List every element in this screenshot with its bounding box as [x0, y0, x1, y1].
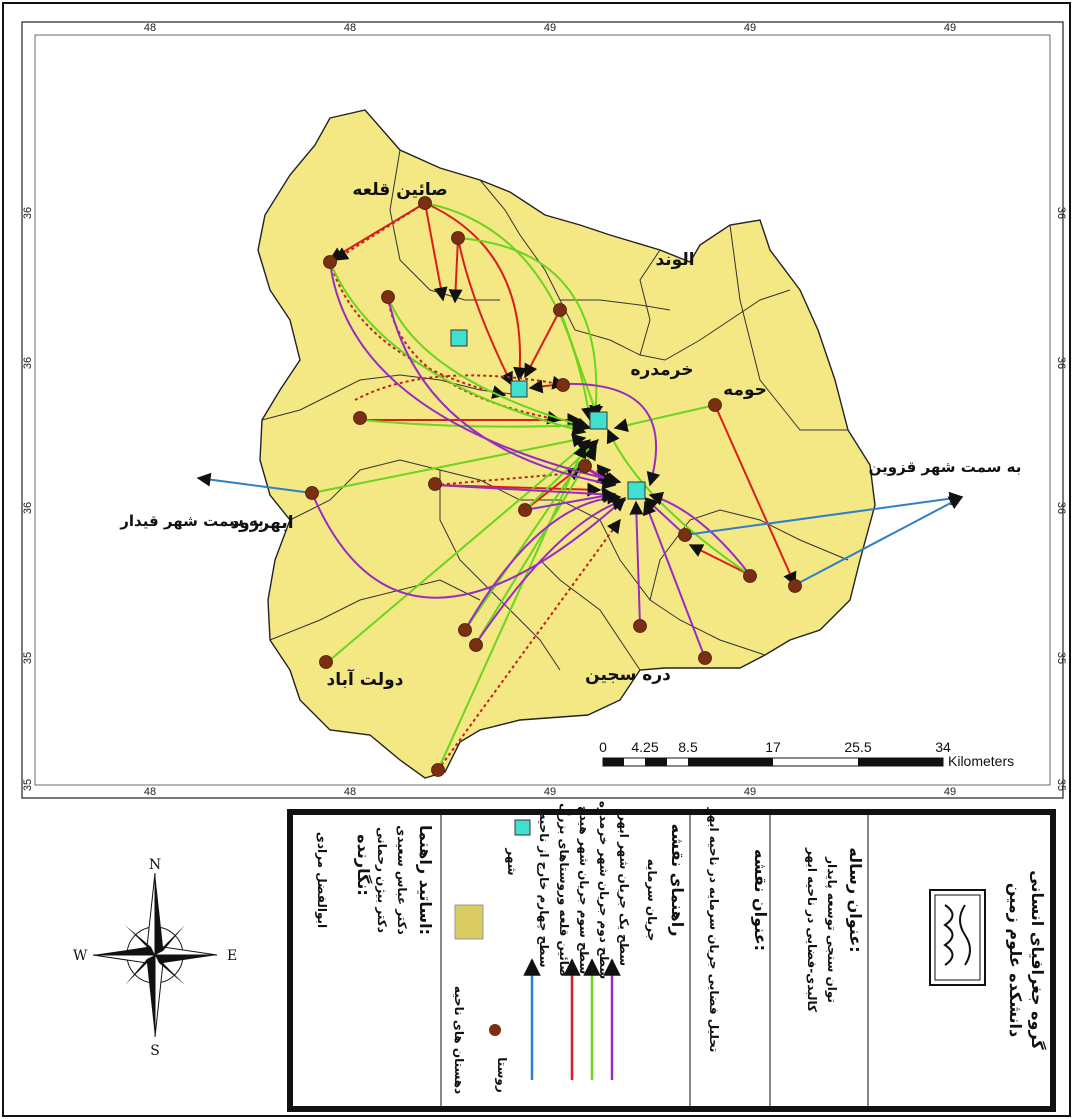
svg-text:راهنمای نقشه: راهنمای نقشه — [668, 824, 687, 937]
svg-text:36: 36 — [1055, 207, 1067, 219]
scale-bar: 0 4.25 8.5 17 25.5 34 Kilometers — [599, 739, 1014, 769]
village-markers — [305, 196, 802, 777]
svg-text:صائین قلعه: صائین قلعه — [352, 180, 447, 200]
svg-text:48: 48 — [144, 22, 156, 34]
svg-text:N: N — [149, 857, 161, 873]
svg-text:25.5: 25.5 — [844, 739, 871, 755]
svg-text:0: 0 — [599, 739, 607, 755]
svg-text:خرمدره: خرمدره — [631, 360, 694, 380]
svg-text:ابوالفضل مرادی: ابوالفضل مرادی — [314, 832, 329, 928]
legend-district-icon — [454, 904, 484, 940]
svg-text:دهستان های ناحیه: دهستان های ناحیه — [452, 986, 466, 1094]
svg-text:49: 49 — [944, 786, 956, 798]
graticule-left: 36 36 36 35 35 — [22, 207, 34, 791]
svg-text:4.25: 4.25 — [631, 739, 658, 755]
legend-city-icon — [514, 819, 531, 836]
svg-text:سطح یک جریان شهر ابهر: سطح یک جریان شهر ابهر — [617, 813, 631, 966]
svg-text:W: W — [73, 948, 88, 964]
svg-text:Kilometers: Kilometers — [948, 753, 1014, 769]
svg-text:دره سجین: دره سجین — [585, 665, 671, 685]
svg-text:سطح دوم جریان شهر خرمدره: سطح دوم جریان شهر خرمدره — [596, 801, 611, 979]
svg-text:E: E — [227, 948, 237, 964]
svg-text:دکتر بیژن رحمانی: دکتر بیژن رحمانی — [375, 827, 389, 933]
flows-second-level — [311, 202, 751, 771]
svg-text:گروه جغرافیای انسانی: گروه جغرافیای انسانی — [1028, 870, 1047, 1050]
north-arrow-icon: N S E W — [73, 857, 237, 1059]
svg-text:36: 36 — [22, 357, 34, 369]
svg-text:34: 34 — [935, 739, 951, 755]
flows-third-level — [311, 261, 751, 659]
svg-text:نگارنده:: نگارنده: — [354, 834, 373, 896]
svg-text:تحلیل فضایی جریان سرمایه در نا: تحلیل فضایی جریان سرمایه در ناحیه ابهر — [707, 807, 721, 1053]
svg-text:دکتر عباس سعیدی: دکتر عباس سعیدی — [395, 825, 409, 934]
svg-text:ابهررود: ابهررود — [230, 513, 293, 533]
place-labels: صائین قلعه الوند خرمدره حومه ابهررود دول… — [119, 180, 1021, 690]
svg-text:عنوان نقشه:: عنوان نقشه: — [751, 849, 770, 951]
svg-text:35: 35 — [1055, 652, 1067, 664]
svg-text:روستا: روستا — [494, 1057, 509, 1093]
svg-text:عنوان رساله:: عنوان رساله: — [846, 847, 865, 952]
svg-text:36: 36 — [1055, 502, 1067, 514]
svg-text:36: 36 — [1055, 357, 1067, 369]
flows-first-level — [328, 202, 797, 587]
svg-text:الوند: الوند — [655, 250, 694, 270]
svg-text:17: 17 — [765, 739, 781, 755]
graticule-top: 48 48 49 49 49 — [144, 22, 956, 34]
university-logo-icon — [929, 889, 986, 986]
svg-text:شهر: شهر — [505, 847, 519, 875]
svg-text:49: 49 — [944, 22, 956, 34]
svg-text:دولت آباد: دولت آباد — [327, 668, 404, 690]
svg-text:36: 36 — [22, 207, 34, 219]
svg-text:35: 35 — [22, 779, 34, 791]
legend-village-icon — [489, 1024, 501, 1036]
svg-text:48: 48 — [344, 786, 356, 798]
svg-text:S: S — [150, 1043, 160, 1059]
svg-text:حومه: حومه — [723, 380, 767, 400]
legend-flow-arrows — [523, 958, 621, 1080]
svg-text:کالبدی-فضایی در ناحیه ابهر: کالبدی-فضایی در ناحیه ابهر — [805, 847, 819, 1012]
svg-text:جریان سرمایه: جریان سرمایه — [645, 859, 659, 942]
graticule-right: 36 36 36 35 35 — [1055, 207, 1067, 791]
svg-text:49: 49 — [544, 22, 556, 34]
graticule-bottom: 48 48 49 49 49 — [144, 786, 956, 798]
info-panel: دانشکده علوم زمین گروه جغرافیای انسانی ع… — [287, 801, 1056, 1112]
svg-text:توان سنجی توسعه پایدار: توان سنجی توسعه پایدار — [824, 856, 839, 1003]
region-area — [257, 109, 876, 779]
svg-text:به سمت شهر قزوین: به سمت شهر قزوین — [869, 458, 1022, 476]
svg-text:48: 48 — [344, 22, 356, 34]
svg-text:49: 49 — [544, 786, 556, 798]
svg-text:به سمت شهر قیدار: به سمت شهر قیدار — [119, 512, 263, 530]
city-markers — [450, 329, 646, 500]
svg-text:8.5: 8.5 — [678, 739, 698, 755]
svg-text:اساتید راهنما:: اساتید راهنما: — [416, 825, 435, 935]
svg-text:49: 49 — [744, 22, 756, 34]
svg-text:دانشکده علوم زمین: دانشکده علوم زمین — [1006, 883, 1025, 1037]
flows-fourth-level — [196, 472, 964, 586]
svg-text:36: 36 — [22, 502, 34, 514]
svg-text:صائین قلعه وروستاهای بزرگ: صائین قلعه وروستاهای بزرگ — [556, 803, 572, 977]
svg-text:سطح چهارم خارج از ناحیه: سطح چهارم خارج از ناحیه — [536, 812, 551, 967]
svg-text:49: 49 — [744, 786, 756, 798]
svg-text:35: 35 — [22, 652, 34, 664]
svg-text:35: 35 — [1055, 779, 1067, 791]
svg-text:سطح سوم جریان شهر هیدج: سطح سوم جریان شهر هیدج — [576, 806, 591, 974]
svg-text:48: 48 — [144, 786, 156, 798]
